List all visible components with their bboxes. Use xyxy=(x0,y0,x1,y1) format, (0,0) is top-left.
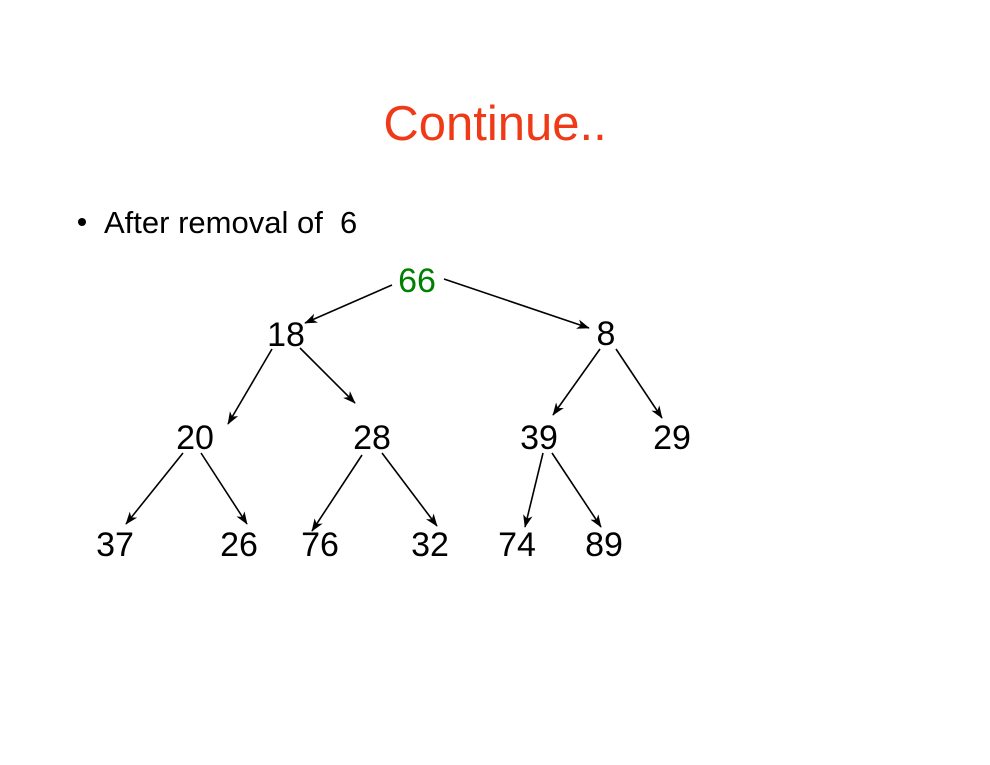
tree-node-28: 28 xyxy=(353,419,391,457)
tree-node-32: 32 xyxy=(411,526,449,564)
tree-node-66: 66 xyxy=(398,262,436,300)
tree-node-8: 8 xyxy=(596,315,616,353)
tree-node-39: 39 xyxy=(520,419,558,457)
tree-node-37: 37 xyxy=(96,526,134,564)
tree-node-20: 20 xyxy=(176,419,214,457)
bullet-dot-icon xyxy=(78,218,86,226)
tree-edge-28-to-32 xyxy=(381,452,438,527)
tree-edge-28-to-76 xyxy=(311,454,363,532)
bullet-list-item: After removal of 6 xyxy=(78,207,357,238)
tree-node-18: 18 xyxy=(267,316,305,354)
tree-node-74: 74 xyxy=(498,526,536,564)
tree-edges xyxy=(125,278,663,532)
tree-edge-66-to-8 xyxy=(443,278,590,329)
tree-node-89: 89 xyxy=(585,526,623,564)
tree-edge-20-to-26 xyxy=(200,452,248,525)
tree-edge-18-to-28 xyxy=(299,347,356,404)
tree-edge-18-to-20 xyxy=(227,348,273,425)
bullet-item-label: After removal of 6 xyxy=(104,205,358,240)
tree-edge-66-to-18 xyxy=(304,284,393,324)
tree-edge-8-to-39 xyxy=(552,348,601,416)
tree-edge-20-to-37 xyxy=(125,452,184,525)
tree-node-26: 26 xyxy=(220,526,258,564)
tree-edge-39-to-89 xyxy=(551,452,602,528)
page-title: Continue.. xyxy=(383,97,607,151)
tree-node-29: 29 xyxy=(653,419,691,457)
tree-node-76: 76 xyxy=(301,526,339,564)
tree-edge-39-to-74 xyxy=(523,452,544,528)
tree-edge-8-to-29 xyxy=(615,348,663,419)
